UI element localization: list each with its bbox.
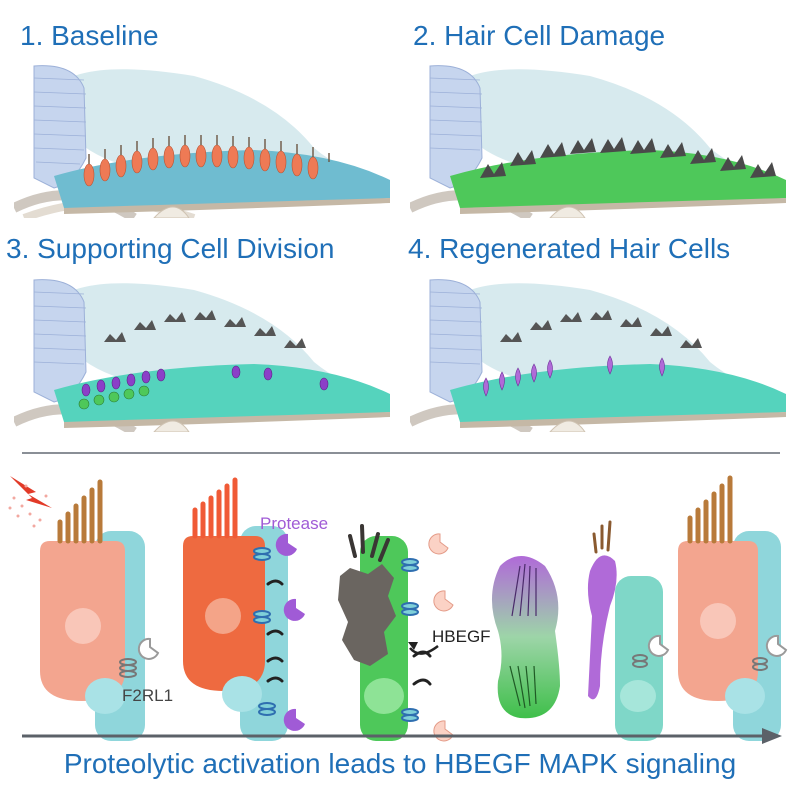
panel-4-cochlea-illustration (410, 272, 790, 432)
panel-1-title: 1. Baseline (20, 20, 159, 51)
panel-1-cochlea-illustration (14, 58, 394, 218)
hbegf-label: HBEGF (432, 627, 491, 646)
signal-arrow (409, 645, 439, 655)
panel-2-title: 2. Hair Cell Damage (413, 20, 666, 51)
panel-4-title: 4. Regenerated Hair Cells (408, 233, 731, 264)
panel-3-cochlea-illustration (14, 272, 394, 432)
section-divider (22, 452, 780, 454)
cell-pair-2 (183, 477, 305, 741)
regenerated-hair-cell (587, 555, 617, 700)
receptor-icon (119, 658, 137, 678)
cell-pair-1 (40, 479, 160, 741)
damaged-hair-cell (338, 564, 396, 666)
protease-icon-active (275, 533, 305, 731)
protease-icon-inactive (137, 637, 160, 660)
f2rl1-label: F2RL1 (122, 686, 174, 705)
protease-label: Protease (260, 514, 329, 533)
lightning-icon (8, 476, 52, 528)
panel-3-title: 3. Supporting Cell Division (6, 233, 335, 264)
regenerated-cell-pair (587, 520, 670, 741)
final-cell-pair (678, 475, 788, 741)
panel-2-cochlea-illustration (410, 58, 790, 218)
cell-pair-3 (338, 524, 454, 742)
figure-caption: Proteolytic activation leads to HBEGF MA… (63, 748, 737, 779)
mechanism-diagram (8, 475, 788, 744)
dividing-cell (491, 556, 560, 719)
